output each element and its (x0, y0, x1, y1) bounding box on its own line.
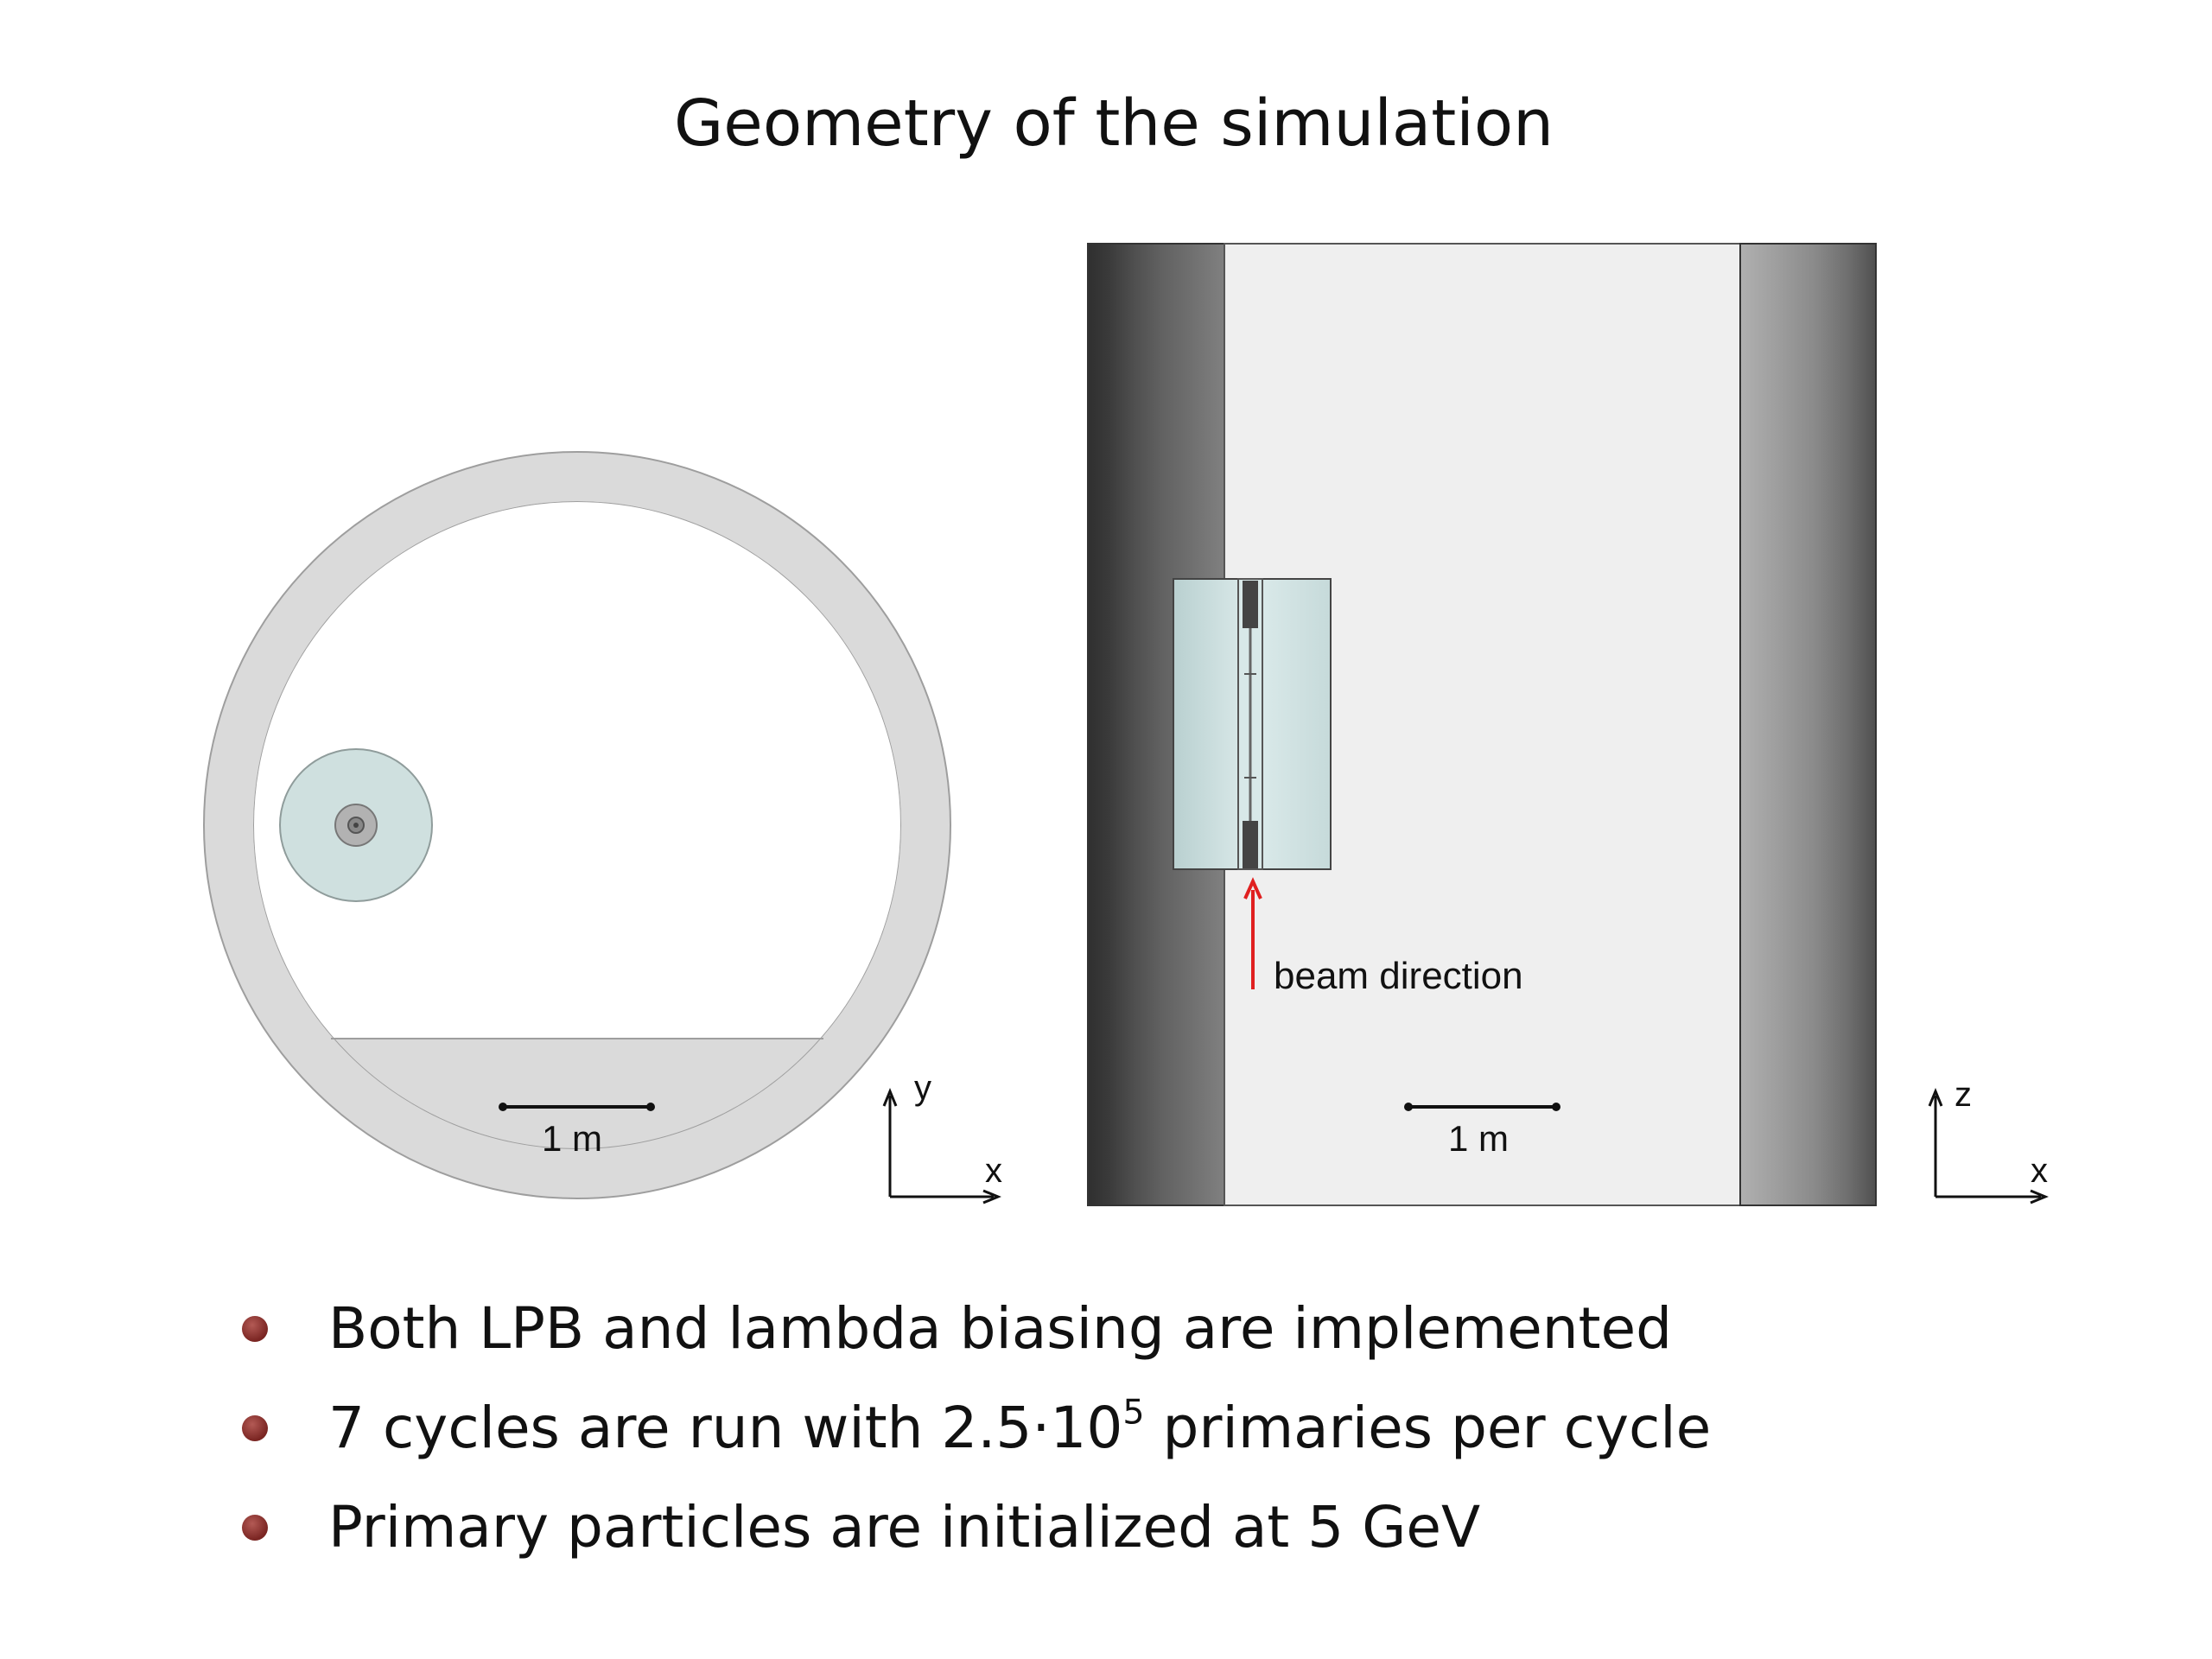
bullet-text: Both LPB and lambda biasing are implemen… (328, 1295, 1672, 1362)
slide-title: Geometry of the simulation (673, 86, 1554, 161)
bullet-item: Both LPB and lambda biasing are implemen… (242, 1279, 2056, 1378)
axes-zx: z x (1928, 1076, 2049, 1205)
beam-direction-label: beam direction (1274, 955, 1523, 997)
scale-label-right: 1 m (1448, 1118, 1509, 1159)
bullet-list: Both LPB and lambda biasing are implemen… (242, 1279, 2056, 1577)
scale-bar-right: 1 m (1404, 1103, 1560, 1159)
axes-xy: y x (882, 1069, 1002, 1205)
tunnel-cross-section-diagram: 1 m y x (203, 451, 1002, 1205)
scale-bar-left: 1 m (499, 1103, 655, 1159)
bullet-text: Primary particles are initialized at 5 G… (328, 1494, 1481, 1560)
axis-label-z: z (1955, 1076, 1972, 1114)
bullet-dot (242, 1414, 268, 1441)
beamline-element-top (1173, 578, 1332, 870)
axis-label-y: y (914, 1069, 931, 1107)
bullet-item: 7 cycles are run with 2.5·105 primaries … (242, 1378, 2056, 1478)
beam-direction-arrow (1243, 877, 1262, 989)
bullet-item: Primary particles are initialized at 5 G… (242, 1478, 2056, 1577)
axis-label-x: x (985, 1152, 1002, 1190)
bullet-dot (242, 1514, 268, 1541)
axis-label-x-right: x (2031, 1152, 2048, 1190)
scale-label-left: 1 m (542, 1118, 602, 1159)
tunnel-top-view-diagram: beam direction 1 m z x (1087, 243, 2049, 1206)
tunnel-right-wall (1739, 243, 1877, 1206)
bullet-dot (242, 1315, 268, 1342)
bullet-text: 7 cycles are run with 2.5·105 primaries … (328, 1392, 1712, 1461)
